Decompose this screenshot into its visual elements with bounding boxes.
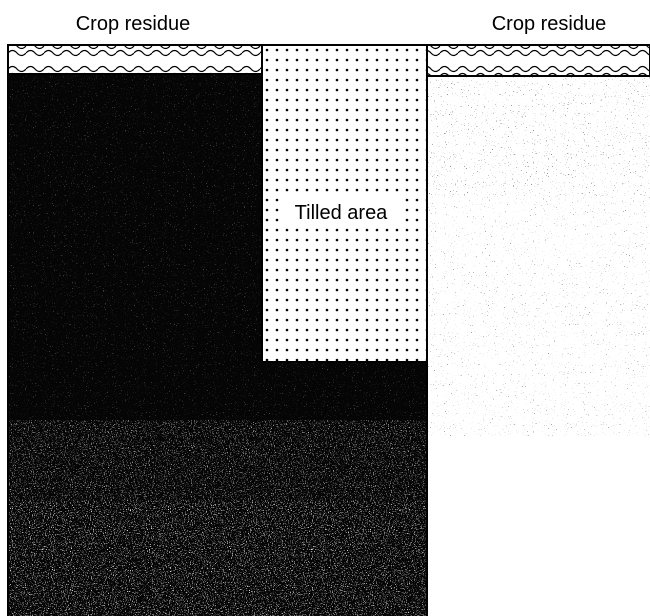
tilled-label-background bbox=[282, 197, 400, 227]
tilled-area-label: Tilled area bbox=[295, 202, 389, 224]
right-residue-label: Crop residue bbox=[492, 13, 607, 35]
light-soil-region bbox=[428, 76, 650, 616]
left-residue-layer bbox=[7, 44, 263, 75]
dark-soil-region bbox=[8, 74, 427, 616]
left-residue-label: Crop residue bbox=[76, 13, 191, 35]
right-residue-layer bbox=[426, 44, 650, 77]
